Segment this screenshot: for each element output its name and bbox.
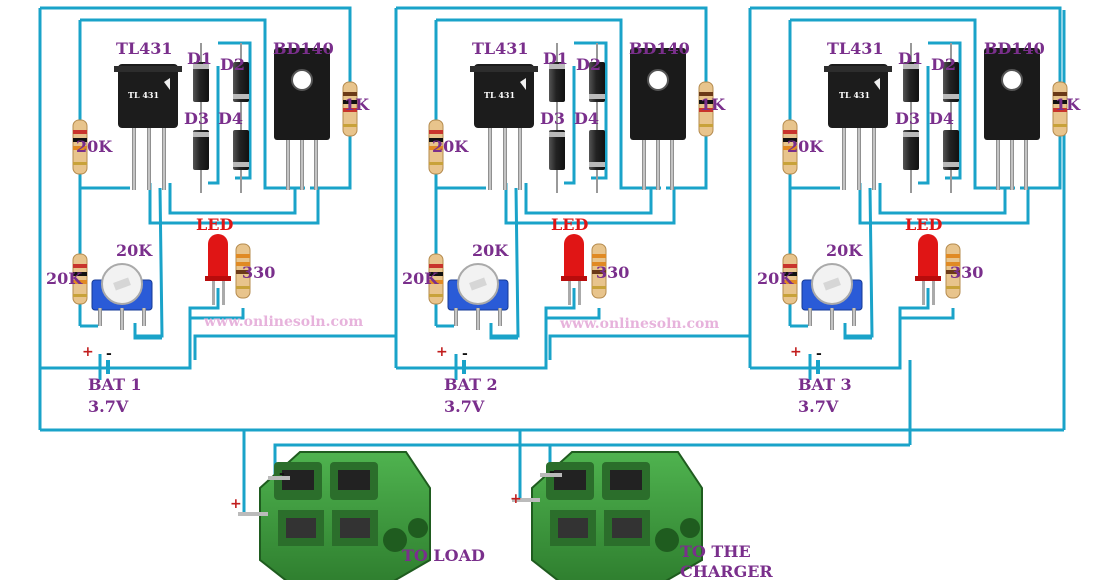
led-label: LED [196,215,233,234]
ic-marking: TL 431 [839,90,870,100]
d2-label: D2 [220,55,245,74]
ic-marking: TL 431 [128,90,159,100]
module-2-labels: TL431 TL 431 D1 D2 D3 D4 BD140 1K 20K 20… [402,39,726,416]
battery-minus: - [106,346,112,362]
charger-label-line1: TO THE [680,542,751,561]
ic-marking: TL 431 [484,90,515,100]
pot-label: 20K [472,241,509,260]
load-terminal-label: TO LOAD [402,546,485,565]
d3-label: D3 [895,109,920,128]
ic-label: TL431 [116,39,173,58]
d4-label: D4 [574,109,599,128]
d1-label: D1 [543,49,568,68]
resistor-1k-label: 1K [700,95,726,114]
d4-label: D4 [218,109,243,128]
led-label: LED [551,215,588,234]
battery-minus: - [816,346,822,362]
battery-label: BAT 2 [444,375,498,394]
resistor-1k-label: 1K [344,95,370,114]
transistor-label: BD140 [273,39,334,58]
battery-voltage: 3.7V [88,397,129,416]
d2-label: D2 [931,55,956,74]
d2-label: D2 [576,55,601,74]
transistor-label: BD140 [629,39,690,58]
load-minus-sign: - [279,466,285,482]
watermark: www.onlinesoln.com [203,314,363,330]
battery-plus: + [82,344,94,360]
led-label: LED [905,215,942,234]
resistor-20k-upper-label: 20K [787,137,824,156]
resistor-20k-upper-label: 20K [76,137,113,156]
charger-label-line2: CHARGER [680,562,773,580]
ic-label: TL431 [827,39,884,58]
d4-label: D4 [929,109,954,128]
resistor-20k-upper-label: 20K [432,137,469,156]
load-plus-sign: + [230,496,242,512]
charger-minus-sign: - [549,464,555,480]
watermark: www.onlinesoln.com [559,316,719,332]
pot-label: 20K [826,241,863,260]
pot-label: 20K [116,241,153,260]
d3-label: D3 [540,109,565,128]
battery-voltage: 3.7V [444,397,485,416]
d1-label: D1 [898,49,923,68]
resistor-20k-lower-label: 20K [46,269,83,288]
module-1-labels: TL431 TL 431 D1 D2 D3 D4 BD140 1K 20K 20… [46,39,370,416]
d3-label: D3 [184,109,209,128]
module-3-labels: TL431 TL 431 D1 D2 D3 D4 BD140 1K 20K 20… [757,39,1081,416]
charger-plus-sign: + [510,491,522,507]
battery-plus: + [790,344,802,360]
charger-terminal-block [531,451,703,580]
resistor-1k-label: 1K [1055,95,1081,114]
transistor-label: BD140 [984,39,1045,58]
battery-plus: + [436,344,448,360]
battery-minus: - [462,346,468,362]
led-resistor-label: 330 [950,263,983,282]
battery-label: BAT 3 [798,375,852,394]
battery-label: BAT 1 [88,375,142,394]
battery-voltage: 3.7V [798,397,839,416]
led-resistor-label: 330 [596,263,629,282]
resistor-20k-lower-label: 20K [402,269,439,288]
led-resistor-label: 330 [242,263,275,282]
resistor-20k-lower-label: 20K [757,269,794,288]
ic-label: TL431 [472,39,529,58]
d1-label: D1 [187,49,212,68]
